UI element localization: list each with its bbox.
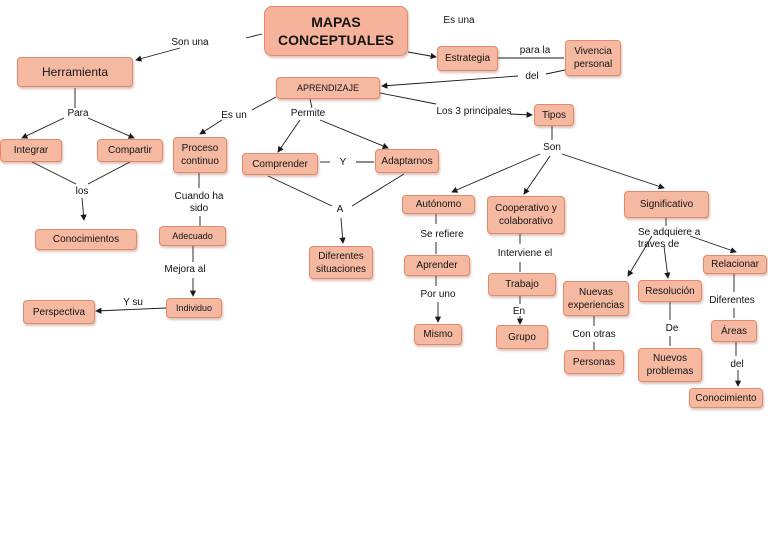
node-aprendizaje: APRENDIZAJE (276, 77, 380, 99)
node-adaptarnos: Adaptarnos (375, 149, 439, 173)
label-los: los (75, 186, 89, 197)
node-perspectiva: Perspectiva (23, 300, 95, 324)
node-nuevas-experiencias: Nuevas experiencias (563, 281, 629, 316)
node-personas: Personas (564, 350, 624, 374)
node-aprender: Aprender (404, 255, 470, 276)
node-conocimiento: Conocimiento (689, 388, 763, 408)
node-areas: Áreas (711, 320, 757, 342)
label-son: Son (543, 142, 561, 153)
node-compartir: Compartir (97, 139, 163, 162)
node-trabajo: Trabajo (488, 273, 556, 296)
node-mapas-conceptuales: MAPAS CONCEPTUALES (264, 6, 408, 56)
label-diferentes: Diferentes (709, 295, 755, 306)
label-cuando-ha-sido: Cuando ha sido (174, 191, 224, 214)
node-mismo: Mismo (414, 324, 462, 345)
label-se-adquiere-a-traves-de: Se adquiere a traves de (638, 227, 701, 250)
label-y: Y (339, 157, 347, 168)
node-nuevos-problemas: Nuevos problemas (638, 348, 702, 382)
label-del-2: del (730, 359, 744, 370)
node-vivencia-personal: Vivencia personal (565, 40, 621, 76)
label-es-una: Es una (443, 15, 475, 26)
node-diferentes-situaciones: Diferentes situaciones (309, 246, 373, 279)
node-tipos: Tipos (534, 104, 574, 126)
node-comprender: Comprender (242, 153, 318, 175)
node-conocimientos: Conocimientos (35, 229, 137, 250)
label-en: En (512, 306, 526, 317)
label-los-3-principales: Los 3 principales (436, 106, 512, 117)
label-son-una: Son una (171, 37, 209, 48)
label-y-su: Y su (123, 297, 143, 308)
node-proceso-continuo: Proceso continuo (173, 137, 227, 173)
label-permite: Permite (290, 108, 326, 119)
node-cooperativo-colaborativo: Cooperativo y colaborativo (487, 196, 565, 234)
label-se-refiere: Se refiere (420, 229, 464, 240)
node-resolucion: Resolución (638, 280, 702, 302)
label-del: del (525, 71, 539, 82)
node-adecuado: Adecuado (159, 226, 226, 246)
label-mejora-al: Mejora al (164, 264, 206, 275)
node-estrategia: Estrategia (437, 46, 498, 71)
node-autonomo: Autónomo (402, 195, 475, 214)
label-a: A (336, 204, 344, 215)
label-para: Para (67, 108, 89, 119)
label-para-la: para la (519, 45, 551, 56)
node-individuo: Individuo (166, 298, 222, 318)
node-relacionar: Relacionar (703, 255, 767, 274)
node-herramienta: Herramienta (17, 57, 133, 87)
label-es-un: Es un (221, 110, 247, 121)
label-con-otras: Con otras (572, 329, 616, 340)
node-significativo: Significativo (624, 191, 709, 218)
node-grupo: Grupo (496, 325, 548, 349)
label-de: De (665, 323, 679, 334)
label-interviene-el: Interviene el (497, 248, 553, 259)
node-integrar: Integrar (0, 139, 62, 162)
label-por-uno: Por uno (420, 289, 456, 300)
